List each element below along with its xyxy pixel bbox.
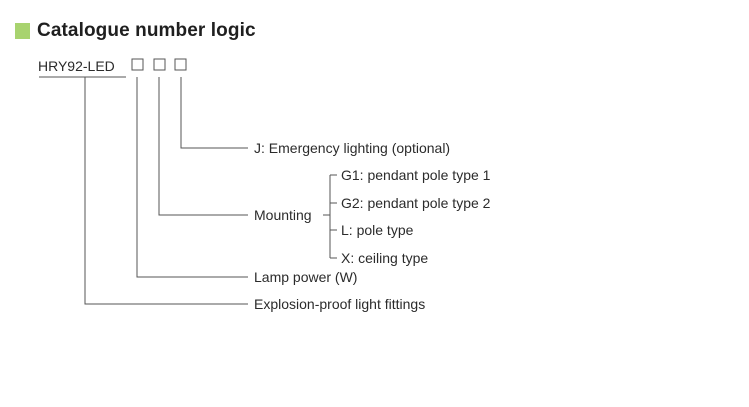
- label-mounting-g2: G2: pendant pole type 2: [341, 195, 491, 211]
- label-fittings: Explosion-proof light fittings: [254, 296, 426, 312]
- label-lamp-power: Lamp power (W): [254, 269, 358, 285]
- connector-lamp-power: [136, 77, 248, 278]
- connector-mounting: [158, 77, 248, 216]
- catalogue-code-prefix: HRY92-LED: [38, 58, 115, 74]
- label-mounting: Mounting: [254, 207, 312, 223]
- code-placeholder-box-3: [174, 58, 187, 71]
- code-placeholder-box-2: [153, 58, 166, 71]
- section-heading: Catalogue number logic: [15, 20, 256, 42]
- connector-emergency: [180, 77, 248, 149]
- label-mounting-g1: G1: pendant pole type 1: [341, 167, 491, 183]
- label-mounting-l: L: pole type: [341, 222, 414, 238]
- label-emergency: J: Emergency lighting (optional): [254, 140, 451, 156]
- label-mounting-x: X: ceiling type: [341, 250, 429, 266]
- code-placeholder-box-1: [131, 58, 144, 71]
- connector-fittings: [84, 77, 248, 305]
- heading-title: Catalogue number logic: [37, 20, 256, 41]
- heading-marker: [15, 23, 30, 39]
